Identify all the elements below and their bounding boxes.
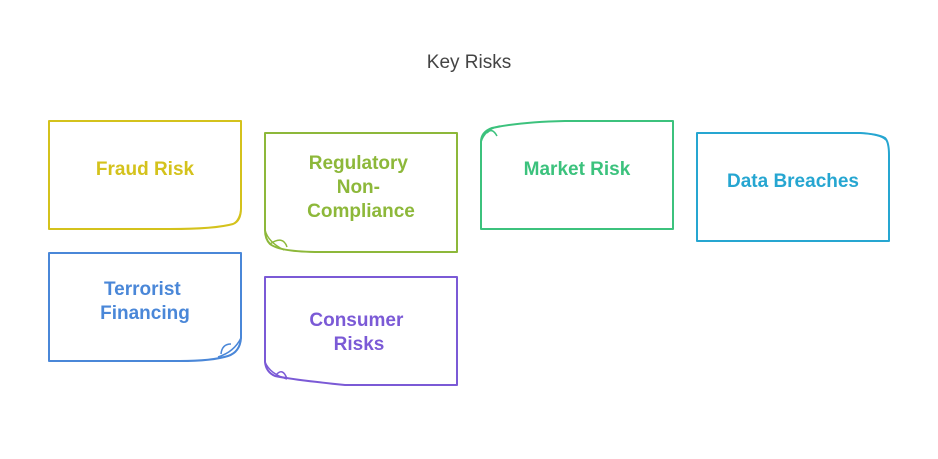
card-label-line: Terrorist — [104, 279, 181, 300]
card-label-line: Financing — [100, 303, 190, 324]
card-label-line: Market Risk — [524, 159, 631, 180]
risk-card-terrorist-financing: Terrorist Financing — [48, 252, 242, 362]
card-curl — [264, 361, 288, 380]
card-label-line: Non- — [337, 177, 380, 198]
card-outline — [264, 276, 458, 386]
card-curl — [480, 125, 501, 143]
card-label-line: Consumer — [309, 310, 404, 331]
card-label: Data Breaches — [727, 171, 859, 192]
card-curl — [859, 132, 887, 141]
risk-card-consumer-risks: Consumer Risks — [264, 276, 458, 386]
card-label-line: Compliance — [307, 201, 415, 222]
card-label: Market Risk — [524, 159, 631, 180]
card-curl — [217, 337, 242, 358]
risk-card-regulatory-non-compliance: Regulatory Non- Compliance — [264, 132, 458, 253]
card-curl — [232, 207, 242, 225]
card-outline — [48, 252, 242, 362]
card-label-line: Regulatory — [309, 153, 409, 174]
card-label-line: Risks — [334, 334, 385, 355]
diagram-title: Key Risks — [427, 52, 511, 73]
card-label: Terrorist Financing — [100, 279, 190, 324]
card-label: Consumer Risks — [309, 310, 408, 355]
card-label: Regulatory Non- Compliance — [307, 153, 415, 222]
card-label-line: Data Breaches — [727, 171, 859, 192]
risk-card-fraud-risk: Fraud Risk — [48, 120, 242, 230]
risk-card-data-breaches: Data Breaches — [696, 132, 890, 242]
card-curl — [264, 229, 288, 251]
card-label-line: Fraud Risk — [96, 159, 195, 180]
risk-card-market-risk: Market Risk — [480, 120, 674, 230]
card-label: Fraud Risk — [96, 159, 195, 180]
